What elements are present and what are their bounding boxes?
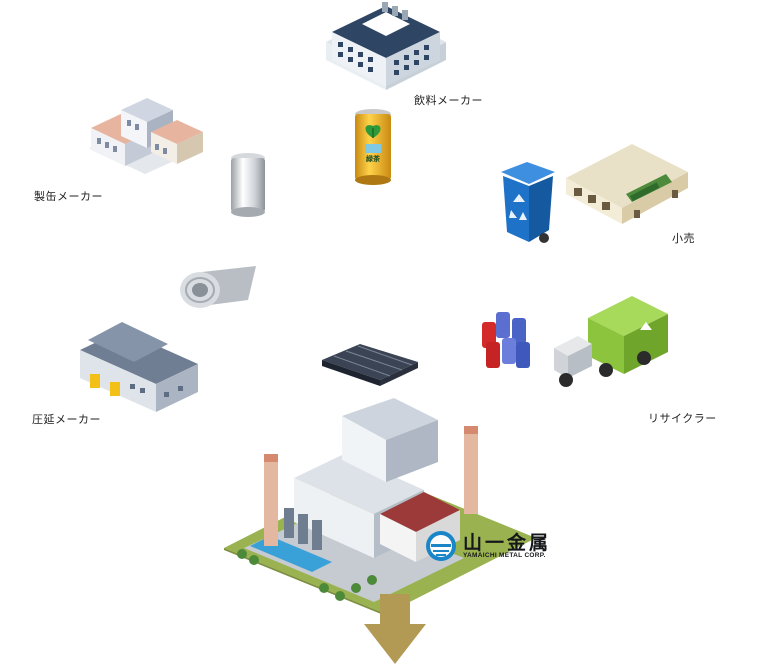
beverage-maker-label: 飲料メーカー	[414, 94, 483, 107]
yamaichi-logo: 山一金属 YAMAICHI METAL CORP.	[425, 528, 555, 566]
yamaichi-plant-icon	[224, 398, 536, 616]
logo-subtitle: YAMAICHI METAL CORP.	[463, 552, 546, 559]
rolling-mill-icon	[78, 318, 202, 414]
aluminum-can-icon	[228, 152, 268, 218]
recycling-bin-icon	[497, 160, 559, 246]
aluminum-coil-icon	[176, 262, 260, 316]
down-arrow-icon	[364, 594, 426, 664]
can-print-text: 緑茶	[366, 155, 380, 163]
recycling-truck-icon	[548, 294, 672, 390]
recycler-label: リサイクラー	[648, 412, 717, 425]
logo-name: 山一金属	[463, 532, 552, 554]
can-maker-label: 製缶メーカー	[34, 190, 103, 203]
compressed-cans-icon	[320, 338, 420, 388]
can-maker-factory-icon	[85, 92, 207, 176]
rolling-maker-label: 圧延メーカー	[32, 413, 101, 426]
used-cans-icon	[478, 308, 536, 372]
beverage-factory-icon	[322, 2, 450, 92]
retail-store-icon	[562, 138, 692, 228]
green-tea-can-icon: 緑茶	[352, 108, 394, 186]
retail-label: 小売	[672, 232, 695, 245]
yamaichi-logo-mark-icon	[425, 530, 457, 562]
